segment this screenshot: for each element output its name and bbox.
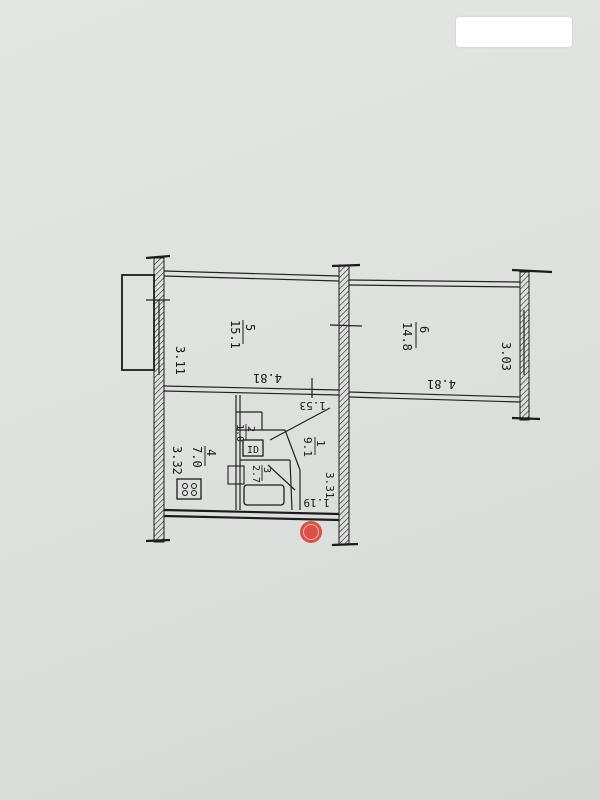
dim-balcony-width: 3.11	[173, 346, 187, 375]
svg-text:1: 1	[314, 440, 327, 447]
dim-corridor-length: 1.53	[300, 399, 327, 412]
wall-caps	[145, 254, 553, 547]
top-wall-right	[348, 279, 521, 288]
dim-right-room-width: 3.03	[499, 342, 513, 371]
room-5-label: 5 15.1	[228, 320, 257, 349]
interior-partitions	[235, 378, 331, 511]
svg-text:3: 3	[261, 467, 272, 473]
dim-bottom-wall-length: 4.81	[427, 377, 456, 391]
svg-text:15.1: 15.1	[228, 320, 242, 349]
dim-top-wall-length: 4.81	[253, 371, 282, 385]
dim-bathroom-length: 1.19	[304, 496, 331, 509]
svg-text:1.0: 1.0	[234, 424, 245, 442]
top-wall-left	[163, 270, 340, 282]
svg-text:4: 4	[204, 449, 218, 456]
window-marks	[158, 300, 525, 375]
svg-text:2: 2	[245, 426, 256, 432]
horizontal-partition	[163, 385, 521, 403]
bottom-wall	[163, 508, 340, 522]
svg-text:2.7: 2.7	[250, 465, 261, 483]
balcony	[121, 274, 170, 371]
room-6-label: 6 14.8	[400, 322, 431, 351]
svg-text:7.0: 7.0	[190, 446, 204, 468]
svg-text:ID: ID	[247, 445, 259, 456]
room-3-label: 3 2.7	[250, 465, 272, 483]
middle-wall	[338, 264, 350, 546]
red-stamp	[300, 521, 322, 543]
redacted-label	[456, 17, 572, 47]
stove-fixture	[176, 478, 202, 500]
room-2-label: 2 1.0	[234, 424, 256, 442]
dim-hall-width: 3.31	[323, 472, 336, 499]
svg-text:6: 6	[417, 326, 431, 333]
dim-kitchen-width: 3.32	[170, 446, 184, 475]
room-1-label: 1 9.1	[301, 437, 327, 457]
svg-text:5: 5	[243, 324, 257, 331]
svg-text:9.1: 9.1	[301, 437, 314, 457]
svg-text:14.8: 14.8	[400, 322, 414, 351]
bathtub-fixture	[227, 465, 285, 506]
room-4-label: 4 7.0	[190, 446, 218, 468]
toilet-fixture: ID	[242, 439, 264, 457]
